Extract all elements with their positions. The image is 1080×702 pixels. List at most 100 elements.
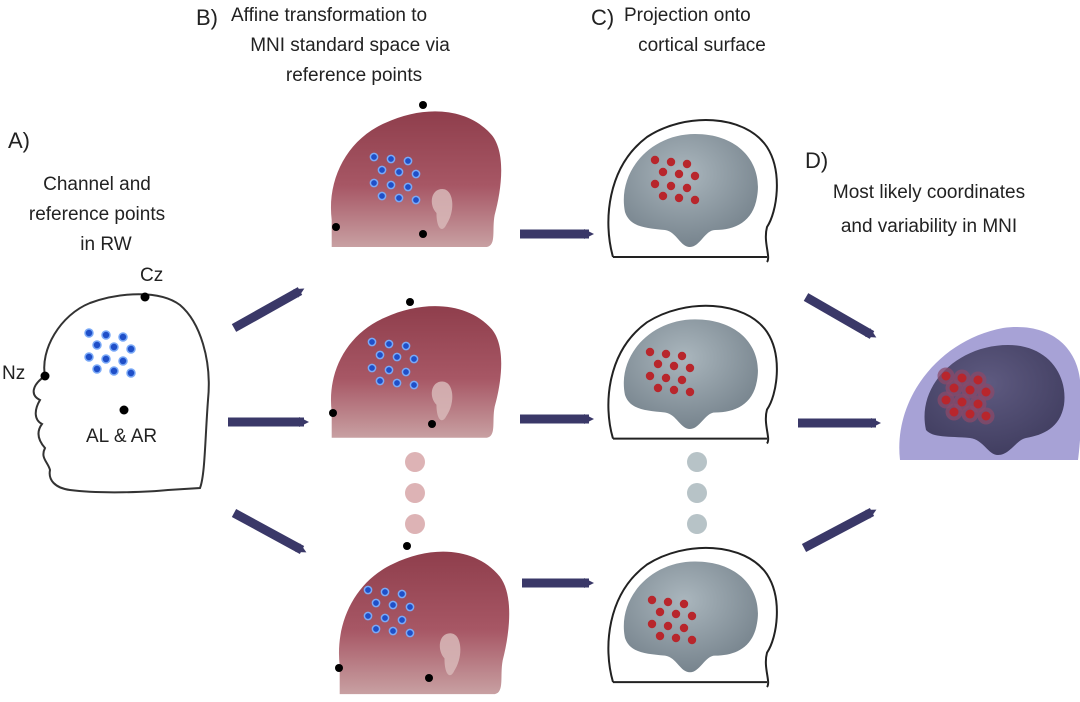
cortical-channel-dot <box>663 597 673 607</box>
rw-head <box>32 292 210 494</box>
cortical-channel-dot <box>653 383 663 393</box>
skin-channel-dot <box>367 337 377 347</box>
cortical-channel-dot <box>661 349 671 359</box>
skin-channel-dot <box>401 341 411 351</box>
cortical-channel-dot <box>690 171 700 181</box>
cortical-channel-dot <box>658 167 668 177</box>
vertex-point-2 <box>406 298 414 306</box>
cortical-channel-dot <box>661 373 671 383</box>
ellipsis-dot <box>687 452 707 472</box>
nz-point <box>40 371 50 381</box>
ellipsis-dot <box>405 514 425 534</box>
mni-channel-dot <box>957 373 967 383</box>
panel-c-caption-line-1: Projection onto <box>624 5 751 26</box>
panel-d-caption-line-1: Most likely coordinates <box>832 182 1026 203</box>
skin-channel-dot <box>392 378 402 388</box>
skin-channel-dots <box>363 152 421 638</box>
arrows <box>228 229 881 588</box>
skin-channel-dot <box>403 156 413 166</box>
cortical-channel-dot <box>666 181 676 191</box>
skin-channel-dot <box>411 195 421 205</box>
skin-reference-points <box>329 101 436 682</box>
panel-c-caption-line-2: cortical surface <box>638 35 766 56</box>
cortical-channel-dot <box>677 375 687 385</box>
cortical-channel-dot <box>671 633 681 643</box>
mni-channel-dot <box>973 375 983 385</box>
skin-channel-dot <box>386 180 396 190</box>
cortical-channel-dot <box>687 635 697 645</box>
cortical-channel-dot <box>663 621 673 631</box>
nz-label: Nz <box>2 363 26 384</box>
skin-channel-dot <box>403 182 413 192</box>
cz-point <box>140 292 150 302</box>
cortical-channel-dot <box>647 595 657 605</box>
skin-channel-dot <box>388 626 398 636</box>
cortical-channel-dot <box>645 347 655 357</box>
skin-channel-dot <box>394 167 404 177</box>
rw-channel-dot <box>126 368 136 378</box>
al-ar-label: AL & AR <box>86 426 158 447</box>
cortical-channel-dot <box>685 363 695 373</box>
skin-channel-dot <box>369 178 379 188</box>
cortical-channel-dot <box>690 195 700 205</box>
skin-channel-dot <box>397 589 407 599</box>
panel-d-letter: D) <box>805 148 829 173</box>
ear-point-2 <box>428 420 436 428</box>
arrow-c1-to-d <box>803 293 877 339</box>
cortical-channel-dot <box>655 607 665 617</box>
cortical-channel-dot <box>645 371 655 381</box>
cortical-channel-dot <box>682 183 692 193</box>
rw-head-outline <box>32 293 210 494</box>
cortical-channel-dot <box>647 619 657 629</box>
cortical-channel-dot <box>674 169 684 179</box>
skin-channel-dot <box>377 165 387 175</box>
skin-channel-dot <box>394 193 404 203</box>
skin-channel-dot <box>375 350 385 360</box>
cortical-channel-dot <box>679 623 689 633</box>
panel-b-caption-line-2: MNI standard space via <box>250 35 450 56</box>
rw-channel-dot <box>109 342 119 352</box>
mni-channel-dot <box>973 399 983 409</box>
cortical-channel-dot <box>669 385 679 395</box>
cortical-channel-dots <box>645 155 700 645</box>
skin-channel-dot <box>401 367 411 377</box>
skin-channel-dot <box>397 615 407 625</box>
rw-channel-dot <box>118 332 128 342</box>
brain-head-1 <box>607 119 778 263</box>
skin-channel-dot <box>392 352 402 362</box>
vertex-point-3 <box>403 542 411 550</box>
panel-b-caption-line-1: Affine transformation to <box>231 5 428 26</box>
mni-channel-dot <box>949 383 959 393</box>
skin-channel-dot <box>409 380 419 390</box>
brain-ellipsis <box>687 452 707 534</box>
al-ar-point <box>119 405 129 415</box>
skin-channel-dot <box>367 363 377 373</box>
panel-c-letter: C) <box>591 5 615 30</box>
nasion-point-1 <box>332 223 340 231</box>
cortical-channel-dot <box>650 179 660 189</box>
nasion-point-3 <box>335 664 343 672</box>
skin-channel-dot <box>405 602 415 612</box>
ellipsis-dot <box>405 452 425 472</box>
arrow-c3-to-d <box>801 508 877 552</box>
panel-a-letter: A) <box>8 128 30 153</box>
skin-channel-dot <box>363 585 373 595</box>
ellipsis-dot <box>687 483 707 503</box>
rw-channel-dot <box>126 344 136 354</box>
rw-channel-dot <box>92 340 102 350</box>
skin-channel-dot <box>388 600 398 610</box>
skin-head-2 <box>330 306 502 438</box>
cortical-channel-dot <box>655 631 665 641</box>
skin-head-1 <box>330 111 502 247</box>
panel-a-caption-line-2: reference points <box>28 204 166 225</box>
mni-channel-dot <box>981 411 991 421</box>
ear-point-3 <box>425 674 433 682</box>
mni-channel-dot <box>965 409 975 419</box>
mni-channel-dot <box>941 395 951 405</box>
cortical-channel-dot <box>677 351 687 361</box>
skin-channel-dot <box>375 376 385 386</box>
vertex-point-1 <box>419 101 427 109</box>
skin-channel-dot <box>369 152 379 162</box>
cortical-channel-dot <box>671 609 681 619</box>
